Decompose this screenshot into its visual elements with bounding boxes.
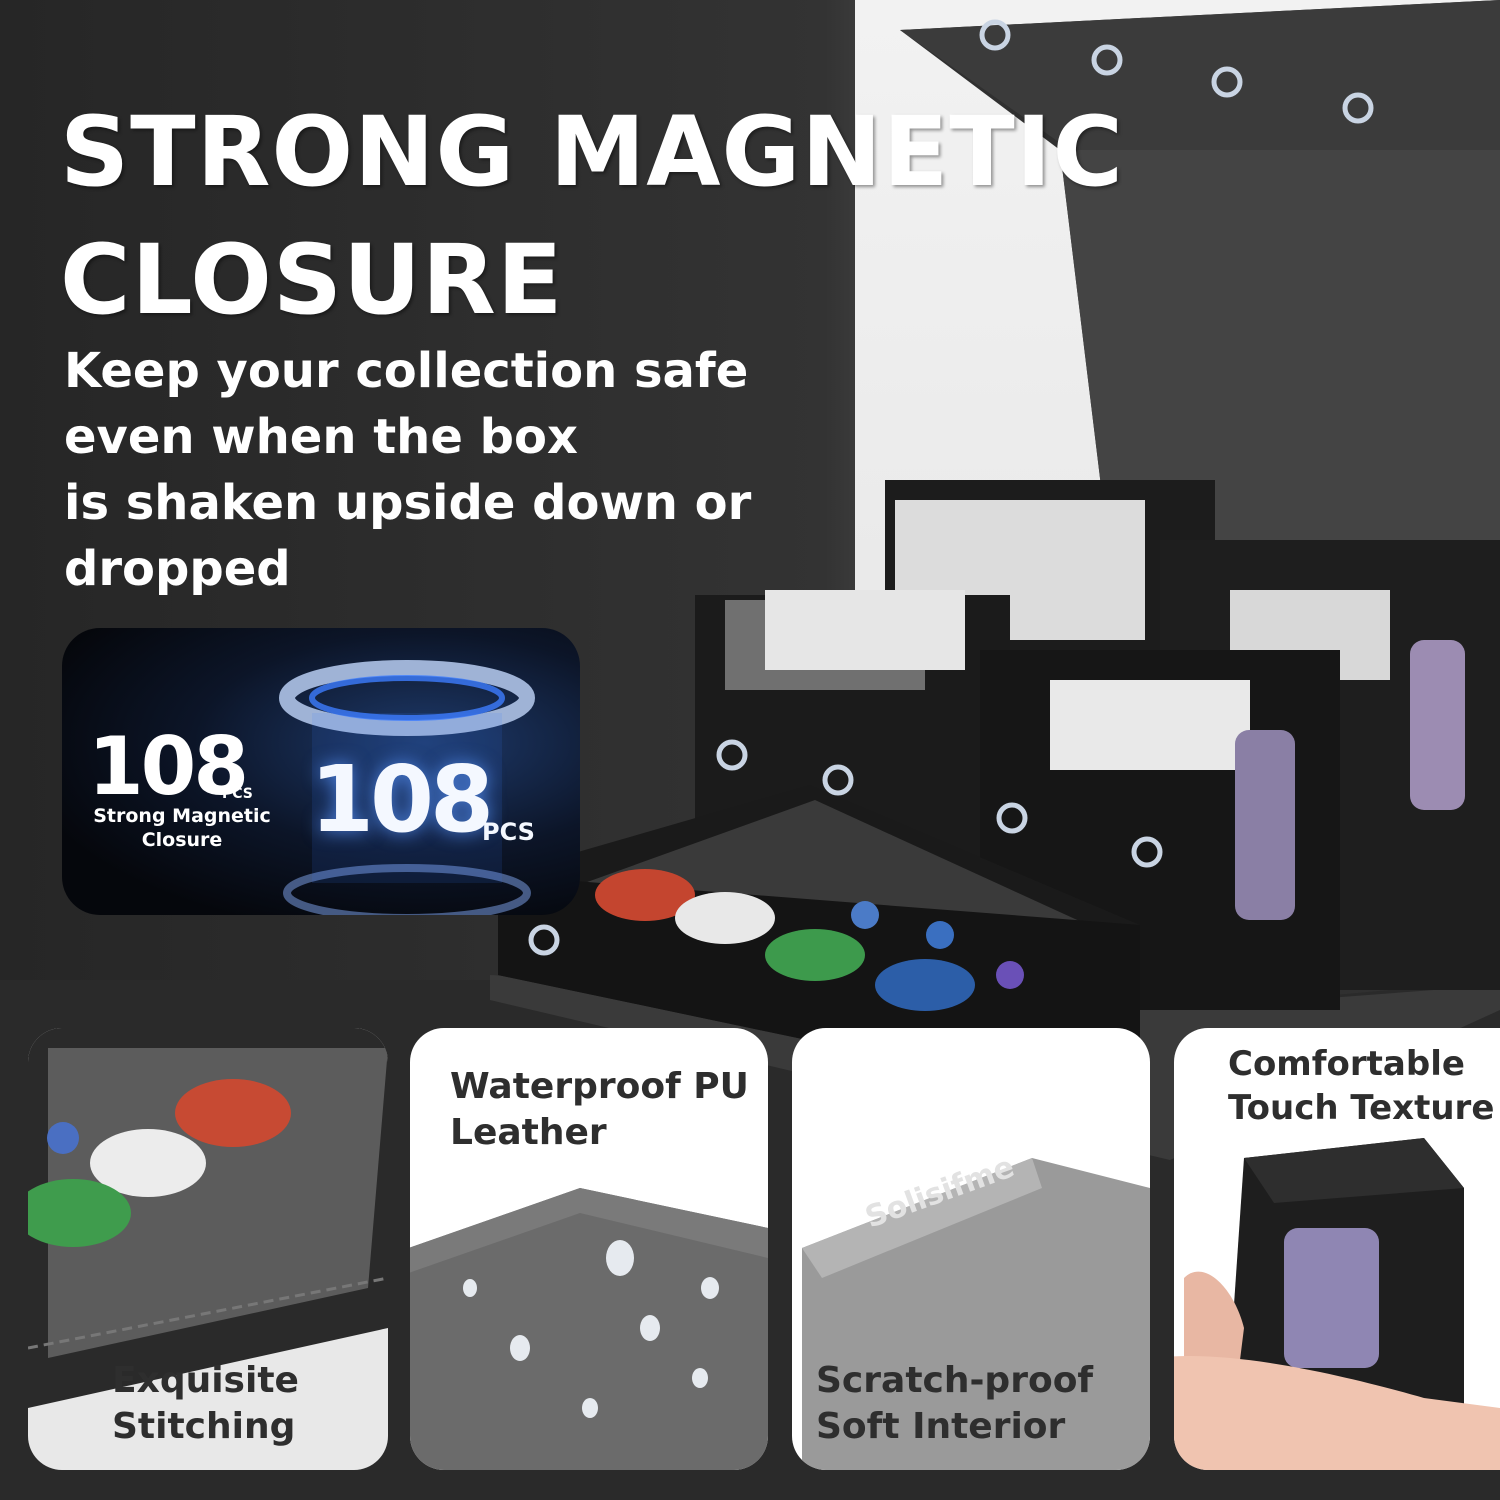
dice-icon — [47, 1122, 79, 1154]
magnet-count-unit: PCS — [222, 786, 253, 802]
magnet-count-badge: 108 PCS Strong Magnetic Closure 108 PCS — [62, 628, 580, 915]
subheadline: Keep your collection safe even when the … — [64, 343, 752, 597]
magnet-count: 108 — [88, 720, 249, 813]
magnet-count-label: Strong Magnetic Closure — [93, 805, 271, 851]
chip-tray-image — [28, 1028, 388, 1408]
feature-label: Waterproof PU Leather — [450, 1066, 749, 1153]
feature-label: Scratch-proof Soft Interior — [816, 1360, 1094, 1447]
poker-chip-icon — [175, 1079, 291, 1147]
magnet-ring-icon — [279, 660, 535, 915]
magnet-big-count: 108 — [310, 746, 494, 853]
interior-lining-image: Solisifme — [802, 1149, 1150, 1470]
feature-card-texture: Comfortable Touch Texture — [1174, 1028, 1500, 1470]
water-droplet-icon — [606, 1240, 634, 1276]
feature-label: Comfortable Touch Texture — [1228, 1044, 1495, 1128]
feature-card-waterproof: Waterproof PU Leather — [410, 1028, 768, 1470]
feature-card-interior: Solisifme Scratch-proof Soft Interior — [792, 1028, 1150, 1470]
leather-sample-image — [410, 1188, 768, 1470]
headline: STRONG MAGNETIC CLOSURE — [60, 96, 1124, 336]
magnet-big-unit: PCS — [482, 818, 535, 846]
feature-label: Exquisite Stitching — [112, 1360, 299, 1447]
hand-holding-box-image — [1174, 1138, 1500, 1470]
feature-card-stitching: Exquisite Stitching — [28, 1028, 388, 1470]
deck-box-illustration — [490, 0, 1500, 1160]
